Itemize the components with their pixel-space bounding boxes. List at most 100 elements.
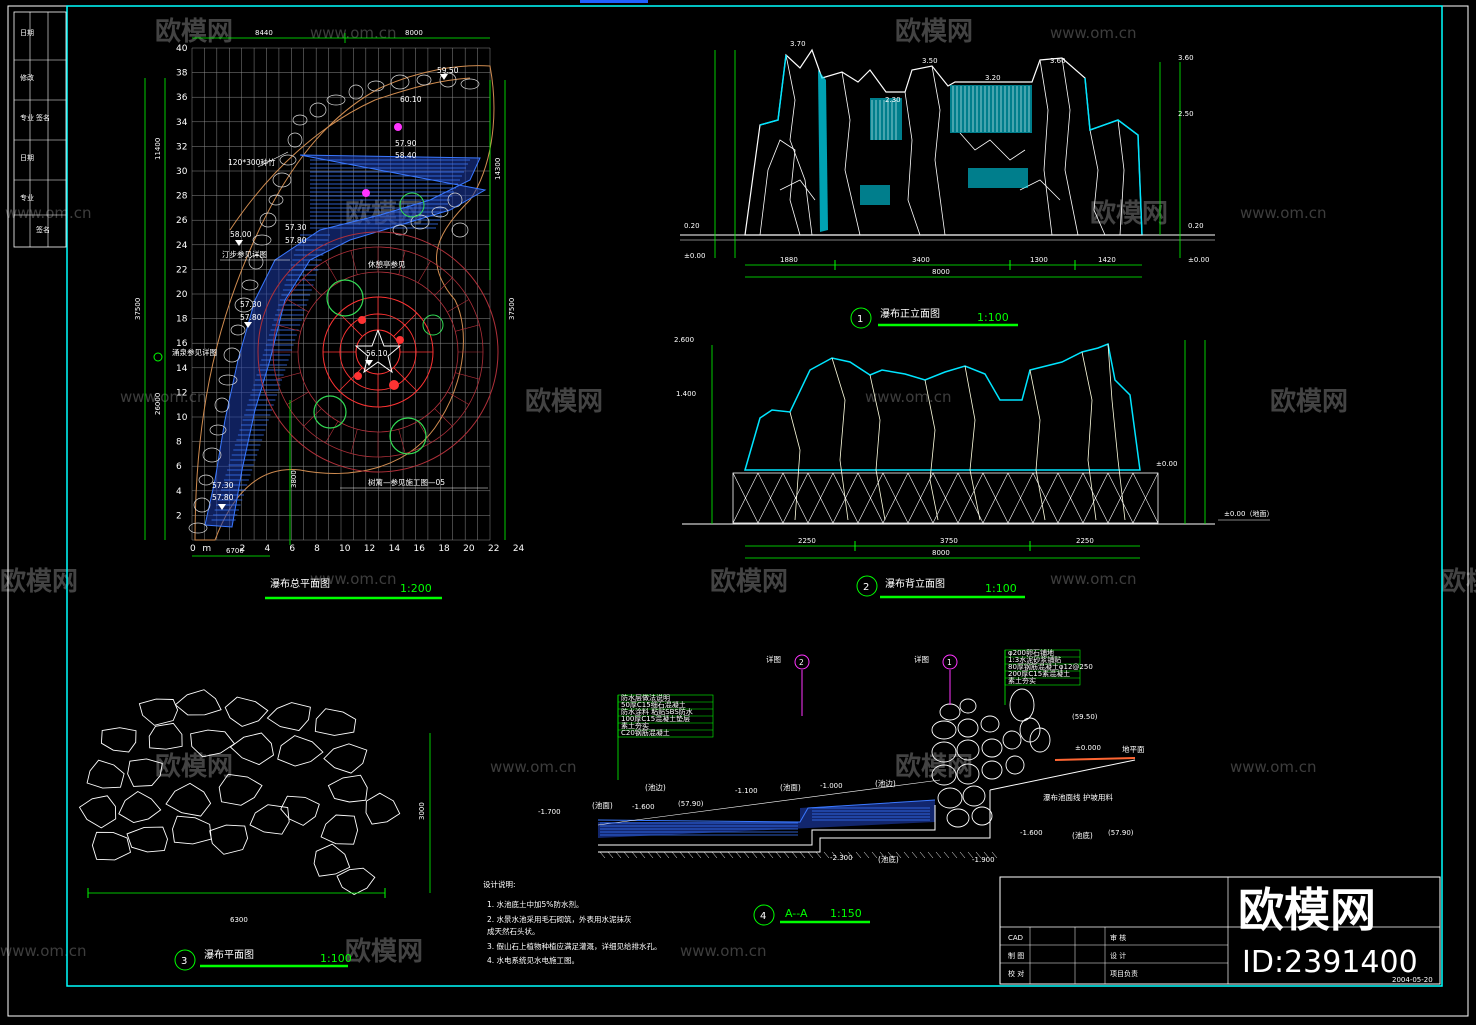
design-notes: 设计说明: 1. 水池底土中加5%防水剂。 2. 水景水池采用毛石砌筑，外表用水… bbox=[483, 879, 662, 965]
rock-crease bbox=[779, 179, 816, 201]
elev1-dim: 3400 bbox=[912, 256, 930, 264]
grid-y-label: 14 bbox=[176, 364, 188, 374]
section-rock bbox=[931, 741, 957, 763]
plan3-stone bbox=[78, 795, 117, 829]
elev1-top-dim: 3.60 bbox=[1178, 54, 1194, 62]
grid-y-label: 22 bbox=[176, 265, 187, 275]
plan-path-edge bbox=[229, 77, 471, 231]
waterfall-sheet bbox=[950, 85, 1032, 133]
soil-hatch bbox=[607, 851, 614, 859]
watermark-url: www.om.cn bbox=[490, 758, 577, 776]
section-number: 4 bbox=[760, 911, 766, 922]
elev2-level: ±0.00（地面） bbox=[1224, 509, 1273, 518]
soil-hatch bbox=[735, 851, 742, 859]
lattice-line bbox=[832, 472, 859, 524]
grid-x-label: 2 bbox=[240, 544, 246, 554]
plan3-stone bbox=[165, 782, 212, 817]
level-label: 57.30 bbox=[212, 481, 234, 490]
plan3-stone bbox=[327, 774, 368, 803]
plan-rock bbox=[460, 78, 480, 90]
soil-hatch bbox=[975, 851, 982, 859]
soil-hatch bbox=[831, 851, 838, 859]
grid-x-label: 6 bbox=[289, 544, 295, 554]
level-label: 59.50 bbox=[437, 66, 459, 75]
plaza-ray bbox=[325, 421, 339, 444]
plan-dimensions: 8440 8000 11400 37500 26000 14300 37500 … bbox=[134, 29, 516, 557]
plan3-stone bbox=[224, 696, 269, 727]
back-rock-crease bbox=[964, 365, 981, 521]
watermark-url: www.om.cn bbox=[0, 942, 87, 960]
title-block-row: 设 计 bbox=[1110, 951, 1126, 960]
section-labels: (池面) (池边) (池面) (池边) (池底) (池底) 地平面 瀑布池面线 … bbox=[592, 744, 1145, 864]
plan-annotations: 120*300种竹 汀步参见详图 涌泉参见详图 休憩亭参见 树篱—参见施工图—0… bbox=[172, 151, 488, 489]
plan-rock bbox=[292, 114, 308, 126]
plan-rock bbox=[193, 497, 211, 513]
design-note-item: 1. 水池底土中加5%防水剂。 bbox=[487, 899, 583, 909]
section-label: (池边) bbox=[875, 778, 896, 788]
back-rock-crease bbox=[1081, 351, 1097, 521]
section-scale: 1:150 bbox=[830, 907, 862, 920]
soil-hatch bbox=[927, 851, 934, 859]
grid-x-label: 12 bbox=[364, 544, 375, 554]
grid-x-label: 18 bbox=[438, 544, 450, 554]
watermark-url: www.om.cn bbox=[1230, 758, 1317, 776]
note-bamboo: 120*300种竹 bbox=[228, 157, 276, 167]
grid-y-label: 28 bbox=[176, 192, 188, 202]
lattice-line bbox=[1107, 472, 1134, 524]
plaza-ray bbox=[398, 250, 406, 275]
elev1-level: 0.20 bbox=[1188, 222, 1204, 230]
plaza-ray bbox=[393, 312, 418, 337]
section-rock-stack bbox=[931, 688, 1051, 828]
rock-crease bbox=[1061, 57, 1079, 236]
elev1-top-dim: 2.50 bbox=[1178, 110, 1194, 118]
elev1-top-dim: 3.50 bbox=[922, 57, 938, 65]
pond-water bbox=[204, 154, 487, 528]
section-legend-right: φ200卵石铺地 1:3水泥砂浆铺贴 80厚钢筋混凝土φ12@250 200厚C… bbox=[1004, 648, 1093, 705]
elev2-dim: 3750 bbox=[940, 537, 958, 545]
dim-left-c: 26000 bbox=[154, 393, 162, 415]
plan3-stone bbox=[313, 843, 351, 877]
elev2-dim: 2250 bbox=[1076, 537, 1094, 545]
back-rock-crease bbox=[1029, 369, 1046, 521]
soil-hatch bbox=[663, 851, 670, 859]
grid-x-label: 10 bbox=[339, 544, 351, 554]
back-rock-crease bbox=[1107, 343, 1126, 521]
title-block-brand: 欧模网 bbox=[1238, 883, 1376, 937]
section-label: 地平面 bbox=[1122, 744, 1145, 754]
section-level: -1.100 bbox=[735, 787, 758, 795]
callout-label: 详图 bbox=[766, 654, 781, 664]
section-rock bbox=[959, 698, 977, 714]
plaza-ray bbox=[338, 312, 363, 337]
plan-rock bbox=[202, 447, 222, 463]
back-rock-outline bbox=[744, 342, 1141, 471]
soil-hatch bbox=[887, 851, 894, 859]
section-rock bbox=[931, 720, 957, 740]
plaza-ray bbox=[286, 391, 309, 405]
grid-y-label: 16 bbox=[176, 339, 188, 349]
grid-y-label: 30 bbox=[176, 167, 188, 177]
elev2-number: 2 bbox=[863, 582, 869, 593]
section-level: -1.700 bbox=[538, 808, 561, 816]
lattice-line bbox=[1082, 472, 1109, 524]
section-level: -1.600 bbox=[632, 803, 655, 811]
lattice-line bbox=[882, 472, 909, 524]
plan-rock bbox=[447, 192, 463, 208]
plan-rock bbox=[367, 80, 385, 92]
grid-y-label: 12 bbox=[176, 388, 187, 398]
soil-hatch bbox=[671, 851, 678, 859]
elev2-level: 2.600 bbox=[674, 336, 694, 344]
rock-outline bbox=[744, 48, 1143, 236]
elev1-top-dim: 3.60 bbox=[1050, 57, 1066, 65]
level-label: 57.90 bbox=[395, 139, 417, 148]
title-block: CAD 审 核 设 计 制 图 校 对 项目负责 欧模网 ID:2391400 … bbox=[999, 876, 1441, 985]
plaza-ray bbox=[350, 429, 358, 454]
plaza-ray bbox=[447, 299, 470, 313]
design-note-item: 3. 假山石上植物种植应满足灌溉，详细见给排水孔。 bbox=[487, 941, 662, 951]
soil-hatch bbox=[727, 851, 734, 859]
note-pavilion: 休憩亭参见 bbox=[368, 259, 406, 269]
plan-rock bbox=[214, 397, 230, 413]
title-block-row: 校 对 bbox=[1008, 969, 1024, 978]
soil-hatch bbox=[751, 851, 758, 859]
waterfall-sheet bbox=[968, 168, 1028, 188]
